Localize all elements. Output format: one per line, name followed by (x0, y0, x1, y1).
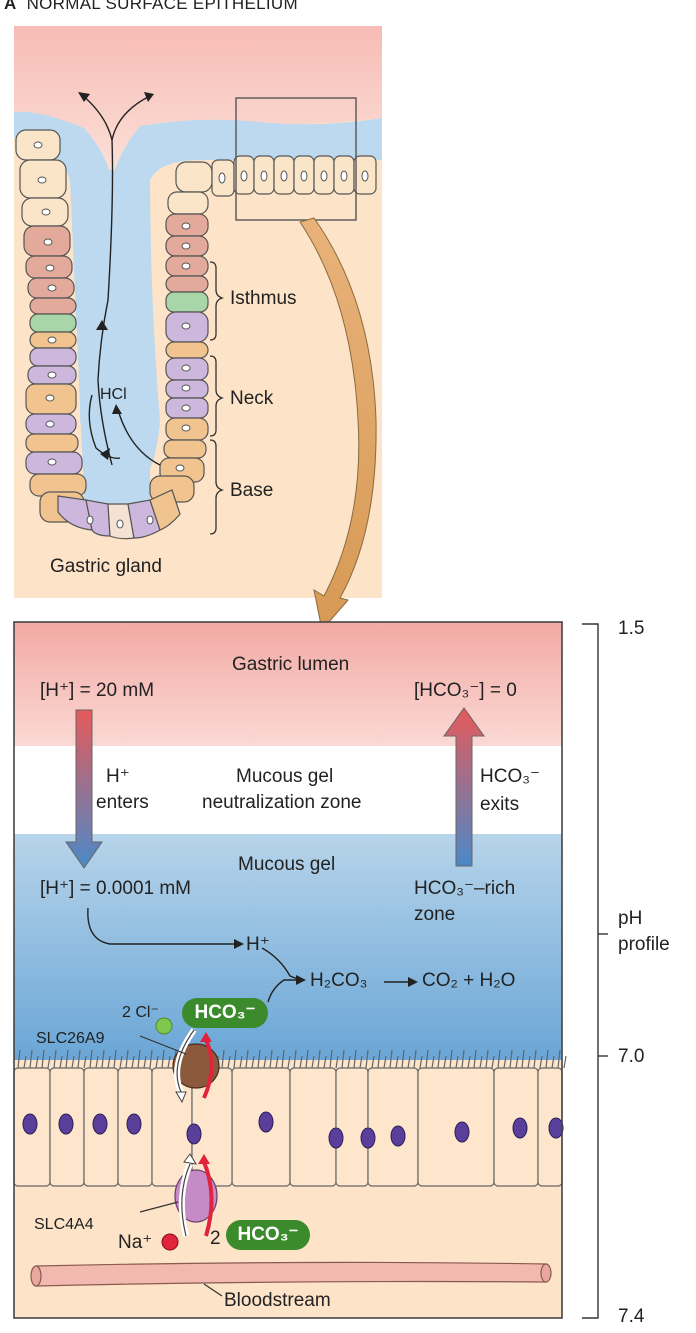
gland-caption: Gastric gland (50, 556, 162, 577)
rich-zone-line2: zone (414, 904, 456, 925)
hco3-exits-text: exits (480, 794, 520, 815)
gastric-lumen-label: Gastric lumen (232, 654, 350, 675)
ph-profile-label-2: profile (618, 934, 670, 955)
h-conc-gel: [H⁺] = 0.0001 mM (40, 878, 192, 899)
gastric-gland-illustration (14, 26, 382, 598)
arrowheads (78, 92, 154, 460)
gland-lumen (70, 170, 160, 495)
hco3-influx-arrow (202, 1161, 214, 1237)
nuclei (33, 141, 369, 529)
hcl-flow-arrows (81, 94, 161, 466)
base-label: Base (230, 480, 274, 501)
cell-nuclei (22, 1111, 564, 1149)
gland-base-cells (57, 489, 181, 540)
slc4a4-label: SLC4A4 (34, 1216, 94, 1233)
isthmus-label: Isthmus (230, 288, 297, 309)
panel-header: A NORMAL SURFACE EPITHELIUM (4, 0, 298, 14)
ph-value-top: 1.5 (618, 618, 645, 639)
reaction-arrows (87, 907, 410, 1003)
h-conc-lumen: [H⁺] = 20 mM (40, 680, 155, 701)
slc26a9-leader (139, 1035, 187, 1055)
neutral-zone-line2: neutralization zone (202, 792, 362, 813)
two-label: 2 (210, 1228, 221, 1249)
h-ion-label: H⁺ (246, 934, 270, 955)
ph-value-bottom: 7.4 (618, 1306, 645, 1327)
hco3-pill-top: HCO₃⁻ (182, 998, 268, 1028)
two-cl-label: 2 Cl⁻ (122, 1004, 159, 1021)
h2co3-label: H₂CO₃ (310, 970, 368, 991)
detail-frame (13, 621, 563, 1319)
rich-zone-line1: HCO₃⁻–rich (414, 878, 516, 899)
slc26a9-transporter (172, 1043, 220, 1089)
h-enters-text: enters (96, 792, 149, 813)
detail-panel (13, 621, 567, 1319)
surface-epithelium-row (211, 155, 377, 197)
inset-box (235, 97, 357, 221)
sodium-ion (161, 1233, 179, 1251)
panel-title: NORMAL SURFACE EPITHELIUM (26, 0, 298, 13)
hco3-exits-arrow (443, 707, 485, 867)
co2-h2o-label: CO₂ + H₂O (422, 970, 516, 991)
hcl-label: HCl (100, 386, 127, 403)
mucous-gel-zone (14, 834, 562, 1060)
ph-scale (582, 623, 608, 1319)
hco3-efflux-arrow (202, 1039, 214, 1099)
bloodstream-label: Bloodstream (224, 1290, 331, 1311)
ph-profile-label-1: pH (618, 908, 643, 929)
reaction-arrowheads (234, 939, 418, 987)
hco3-exits-ion: HCO₃⁻ (480, 766, 540, 787)
ph-value-mid: 7.0 (618, 1046, 645, 1067)
mucous-gel-label: Mucous gel (238, 854, 336, 875)
neutralization-zone (14, 746, 562, 834)
neck-label: Neck (230, 388, 274, 409)
hco3-conc-lumen: [HCO₃⁻] = 0 (414, 680, 517, 701)
h-enters-arrow (65, 709, 103, 869)
hco3-pill-bottom: HCO₃⁻ (226, 1220, 310, 1250)
left-gland-wall (15, 129, 87, 523)
slc26a9-label: SLC26A9 (36, 1030, 105, 1047)
h-enters-ion: H⁺ (106, 766, 130, 787)
bloodstream-leader (203, 1283, 223, 1297)
gastric-lumen-top (14, 26, 382, 175)
panel-letter: A (4, 0, 17, 13)
slc4a4-leader (139, 1201, 179, 1213)
zone-brackets (209, 261, 225, 535)
chloride-ion (155, 1017, 173, 1035)
na-label: Na⁺ (118, 1232, 153, 1253)
magnify-arrow (299, 217, 377, 632)
neutral-zone-line1: Mucous gel (236, 766, 334, 787)
